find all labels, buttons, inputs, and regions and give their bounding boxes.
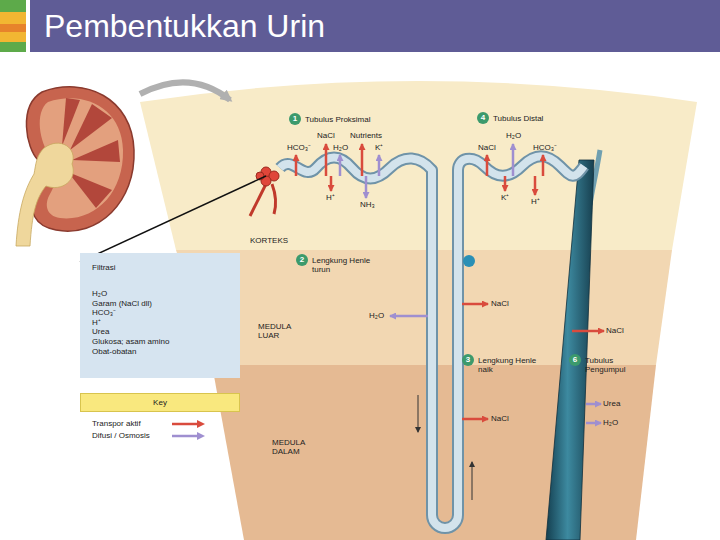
legend-arrow-head — [197, 420, 205, 428]
cortex-band: KORTEKS 1 Tubulus Proksimal 4 Tubulus Distal — [140, 80, 697, 250]
legend-arrow-head — [197, 432, 205, 440]
substance-label: H₂O — [369, 311, 384, 320]
band-fill — [212, 365, 656, 540]
part-heading: Tubulus Distal — [493, 114, 543, 123]
renal-pelvis-ureter — [16, 143, 73, 246]
kidney-pyramid — [72, 140, 120, 162]
substance-label: H₂O — [333, 143, 348, 152]
callout: 6 Tubulus Pengumpul — [569, 354, 633, 374]
substance-label: NaCl — [491, 299, 509, 308]
box-heading: Filtrasi — [92, 263, 116, 272]
callout-number: 3 — [462, 354, 474, 366]
part-heading: Lengkung Henle turun — [312, 256, 376, 274]
outer-medulla-band: MEDULA LUAR 2 Lengkung Henle turun — [176, 250, 672, 365]
callout-number: 4 — [477, 112, 489, 124]
part-heading: Tubulus Pengumpul — [585, 356, 633, 374]
legend-arrow-shaft — [172, 435, 198, 438]
kidney-outline — [26, 87, 134, 231]
legend-arrow — [170, 419, 206, 429]
legend-text: Difusi / Osmosis — [92, 431, 150, 440]
list-item: H₂O — [92, 289, 107, 298]
callout: 2 Lengkung Henle turun — [296, 254, 376, 274]
substance-label: Nutrients — [350, 131, 382, 140]
callout: 1 Tubulus Proksimal — [289, 113, 371, 125]
substance-label: HCO₃⁻ — [287, 143, 311, 152]
legend-text: Transpor aktif — [92, 419, 141, 428]
part-heading: Tubulus Proksimal — [305, 115, 371, 124]
kidney-pyramid — [68, 172, 112, 208]
header-strip — [0, 24, 26, 32]
substance-label: K⁺ — [501, 193, 509, 202]
list-item: Glukosa; asam amino — [92, 337, 169, 346]
substance-label: NaCl — [317, 131, 335, 140]
substance-label: H₂O — [506, 131, 521, 140]
substance-label: NaCl — [478, 143, 496, 152]
part-heading: Lengkung Henle naik — [478, 356, 542, 374]
substance-label: K⁺ — [375, 143, 383, 152]
key-heading: Key — [81, 394, 239, 411]
header-strip — [0, 42, 26, 52]
band-shape — [140, 80, 697, 250]
header-band — [30, 0, 720, 52]
substance-label: HCO₃⁻ — [533, 143, 557, 152]
list-item: H⁺ — [92, 318, 101, 327]
kidney-pyramid — [62, 98, 80, 146]
callout-number: 1 — [289, 113, 301, 125]
region-label: MEDULA LUAR — [258, 322, 298, 340]
callout: 4 Tubulus Distal — [477, 112, 543, 124]
list-item: Urea — [92, 327, 109, 336]
callout-number: 2 — [296, 254, 308, 266]
substance-label: H⁺ — [531, 197, 540, 206]
substance-label: Urea — [603, 399, 620, 408]
region-label: MEDULA DALAM — [272, 438, 312, 456]
band-fill — [176, 250, 672, 365]
filtration-box: FiltrasiH₂OGaram (NaCl dll)HCO₃⁻H⁺UreaGl… — [80, 253, 240, 378]
kidney-cortex — [40, 98, 123, 218]
legend-arrow-shaft — [172, 423, 198, 426]
substance-label: NaCl — [491, 414, 509, 423]
substance-label: H⁺ — [326, 193, 335, 202]
band-shape — [176, 250, 672, 365]
list-item: HCO₃⁻ — [92, 308, 116, 317]
kidney-pyramid — [70, 104, 112, 150]
header-strip — [0, 0, 26, 52]
list-item: Garam (NaCl dll) — [92, 299, 152, 308]
inner-medulla-band: MEDULA DALAM — [212, 365, 656, 540]
header-strip — [0, 0, 26, 12]
list-item: Obat-obatan — [92, 347, 136, 356]
callout-number: 6 — [569, 354, 581, 366]
slide-title: Pembentukkan Urin — [44, 6, 325, 46]
key-box: Key — [80, 393, 240, 412]
substance-label: NaCl — [606, 326, 624, 335]
substance-label: NH₃ — [360, 200, 375, 209]
callout: 3 Lengkung Henle naik — [462, 354, 542, 374]
band-fill — [140, 81, 697, 250]
region-label: KORTEKS — [250, 236, 288, 245]
legend-arrow — [170, 431, 206, 441]
substance-label: H₂O — [603, 418, 618, 427]
